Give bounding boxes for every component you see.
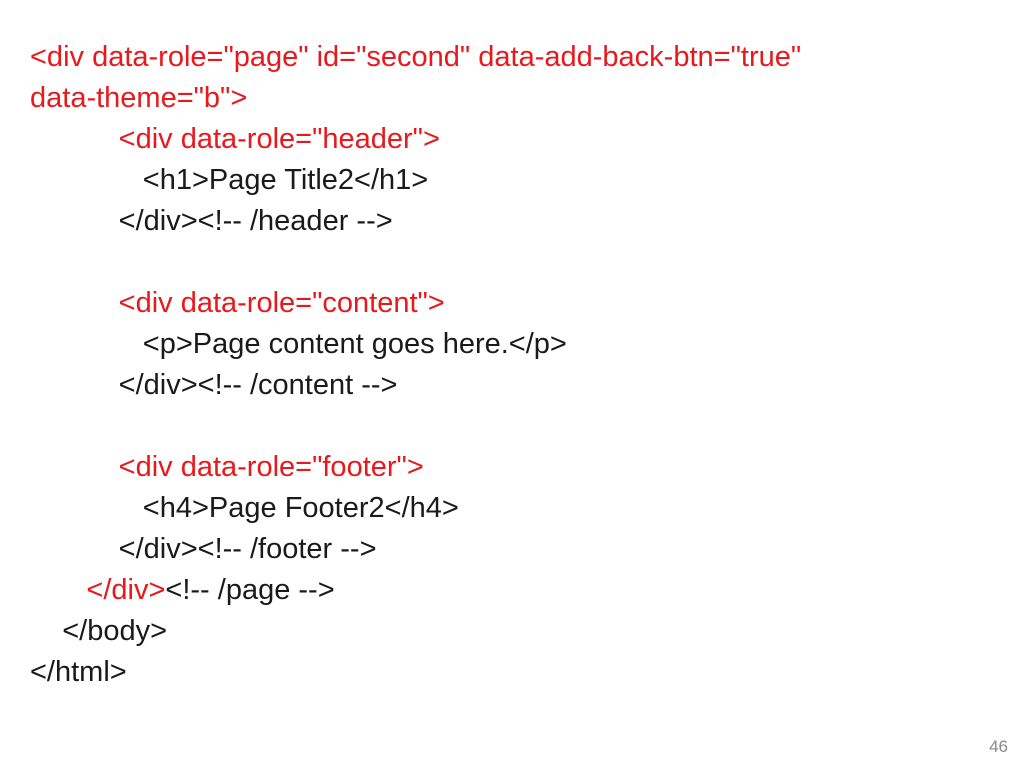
code-line: </div><!-- /header --> [30,201,801,242]
code-line: </div><!-- /page --> [30,570,801,611]
code-line: </html> [30,652,801,693]
slide-page-number: 46 [989,737,1008,756]
code-segment: </div> [30,574,166,606]
code-line: <h4>Page Footer2</h4> [30,488,801,529]
code-line: <div data-role="footer"> [30,447,801,488]
code-segment: </html> [30,656,127,688]
code-segment: </div><!-- /content --> [30,369,398,401]
code-segment: <div data-role="footer"> [30,451,424,483]
code-line: <h1>Page Title2</h1> [30,160,801,201]
code-line [30,242,801,283]
code-line: </body> [30,611,801,652]
code-line: <div data-role="content"> [30,283,801,324]
code-block: <div data-role="page" id="second" data-a… [30,37,801,693]
code-line: </div><!-- /content --> [30,365,801,406]
code-segment: <div data-role="header"> [30,123,440,155]
code-line [30,406,801,447]
code-segment: <h1>Page Title2</h1> [30,164,429,196]
code-line: <div data-role="header"> [30,119,801,160]
code-line: <p>Page content goes here.</p> [30,324,801,365]
code-segment: <!-- /page --> [165,574,335,606]
code-segment: <div data-role="page" id="second" data-a… [30,41,802,73]
code-line: </div><!-- /footer --> [30,529,801,570]
code-segment: <div data-role="content"> [30,287,445,319]
code-segment: </body> [30,615,168,647]
code-line: data-theme="b"> [30,78,801,119]
code-segment: data-theme="b"> [30,82,248,114]
code-segment: </div><!-- /footer --> [30,533,377,565]
code-line: <div data-role="page" id="second" data-a… [30,37,801,78]
code-segment: <p>Page content goes here.</p> [30,328,567,360]
code-segment: </div><!-- /header --> [30,205,393,237]
code-segment: <h4>Page Footer2</h4> [30,492,459,524]
